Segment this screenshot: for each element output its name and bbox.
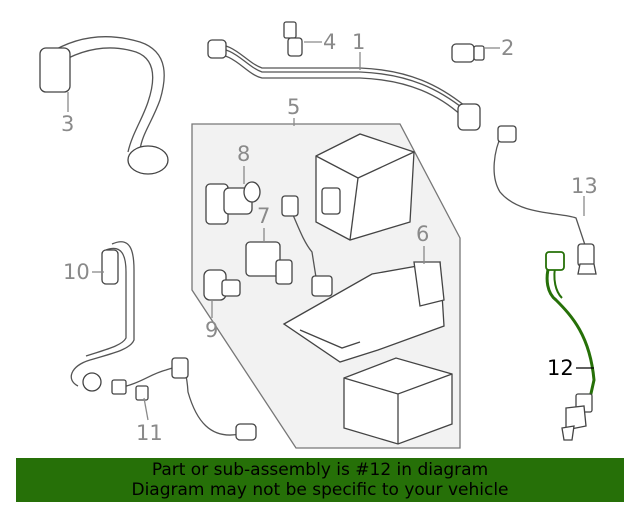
part-7-solenoid[interactable] [245, 195, 333, 297]
carbon-canister[interactable] [343, 357, 453, 445]
part-10-tube[interactable] [70, 241, 135, 392]
parts-diagram [39, 21, 597, 449]
callout-5: 5 [287, 95, 301, 119]
info-banner: Part or sub-assembly is #12 in diagram D… [16, 458, 624, 502]
callout-11: 11 [136, 421, 163, 445]
banner-line-1: Part or sub-assembly is #12 in diagram [151, 460, 489, 480]
callout-2: 2 [501, 36, 515, 60]
part-12-sensor-highlight[interactable] [545, 251, 596, 441]
callout-4: 4 [323, 30, 337, 54]
callout-1: 1 [352, 30, 366, 54]
part-11-harness[interactable] [111, 357, 257, 441]
callout-12: 12 [547, 356, 574, 380]
part-8-valve[interactable] [205, 181, 261, 225]
part-6-bracket[interactable] [282, 261, 445, 363]
part-2-fitting[interactable] [451, 43, 485, 63]
callout-7: 7 [257, 204, 271, 228]
callout-3: 3 [61, 112, 75, 136]
callout-8: 8 [237, 142, 251, 166]
callout-13: 13 [571, 174, 598, 198]
part-4-connector[interactable] [283, 21, 303, 57]
part-1-hose[interactable] [207, 39, 481, 131]
part-3-hose[interactable] [39, 36, 169, 175]
callout-10: 10 [63, 260, 90, 284]
callout-6: 6 [416, 222, 430, 246]
part-13-sensor[interactable] [493, 125, 597, 275]
leader-lines [67, 41, 594, 421]
canister-module[interactable] [315, 133, 415, 241]
part-9-valve[interactable] [203, 269, 241, 301]
callout-9: 9 [205, 318, 219, 342]
banner-line-2: Diagram may not be specific to your vehi… [131, 480, 509, 500]
